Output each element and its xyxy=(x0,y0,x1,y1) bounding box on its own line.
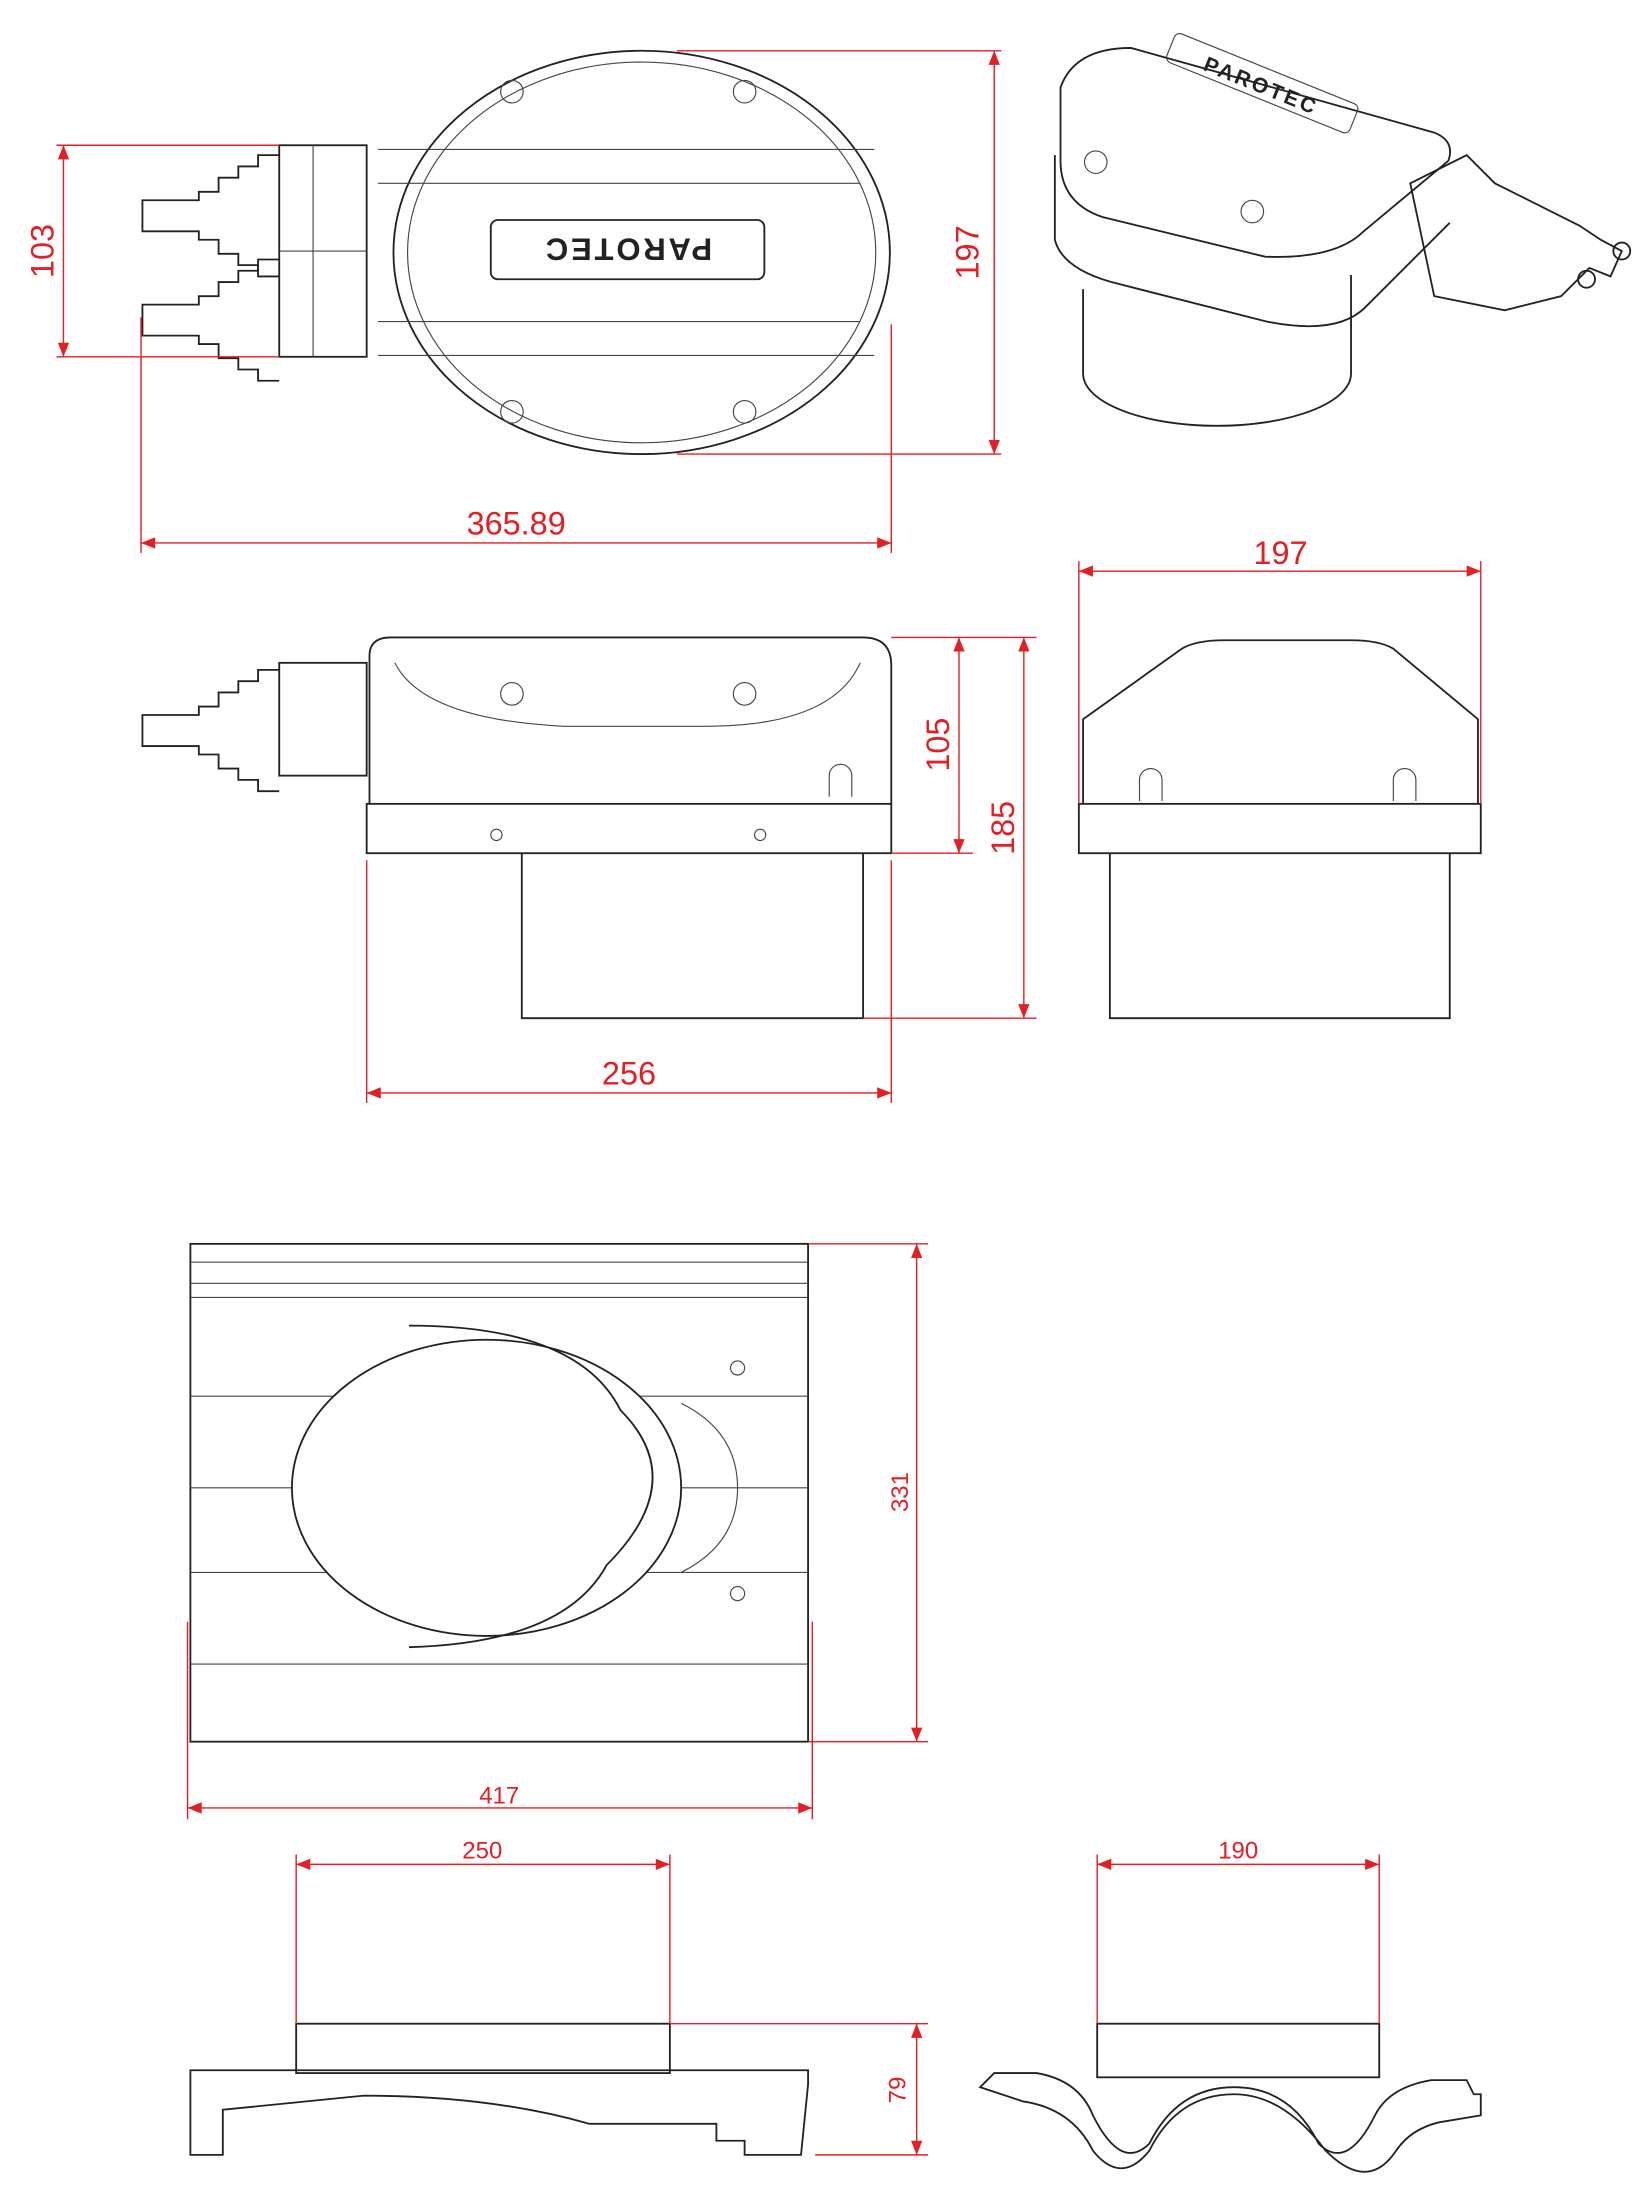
isometric-view: PAROTEC xyxy=(1053,32,1632,427)
flashing-front-view: 190 xyxy=(978,1838,1482,2173)
dim-365-89: 365.89 xyxy=(467,505,566,541)
dim-256: 256 xyxy=(602,1055,656,1091)
dim-190: 190 xyxy=(1218,1838,1258,1865)
top-view: PAROTEC 103 197 365.89 xyxy=(25,49,1002,553)
dim-197-front: 197 xyxy=(1253,535,1307,571)
dim-103: 103 xyxy=(25,224,61,278)
dim-105: 105 xyxy=(920,718,956,772)
dim-197-top: 197 xyxy=(950,225,986,279)
flashing-plan-view: 331 417 xyxy=(186,1242,928,1820)
side-view: 105 185 256 xyxy=(141,636,1139,1103)
dim-417: 417 xyxy=(479,1783,519,1810)
flashing-side-view: 250 79 xyxy=(189,1838,928,2156)
dim-185: 185 xyxy=(985,801,1021,855)
brand-logo-iso: PAROTEC xyxy=(1200,53,1321,120)
dim-79: 79 xyxy=(884,2077,911,2104)
front-view: 197 xyxy=(1077,535,1482,1020)
dim-331: 331 xyxy=(887,1472,914,1512)
brand-logo: PAROTEC xyxy=(543,231,712,266)
cable-glands xyxy=(141,154,280,382)
logo-plate xyxy=(489,219,766,281)
dim-250: 250 xyxy=(462,1838,502,1865)
